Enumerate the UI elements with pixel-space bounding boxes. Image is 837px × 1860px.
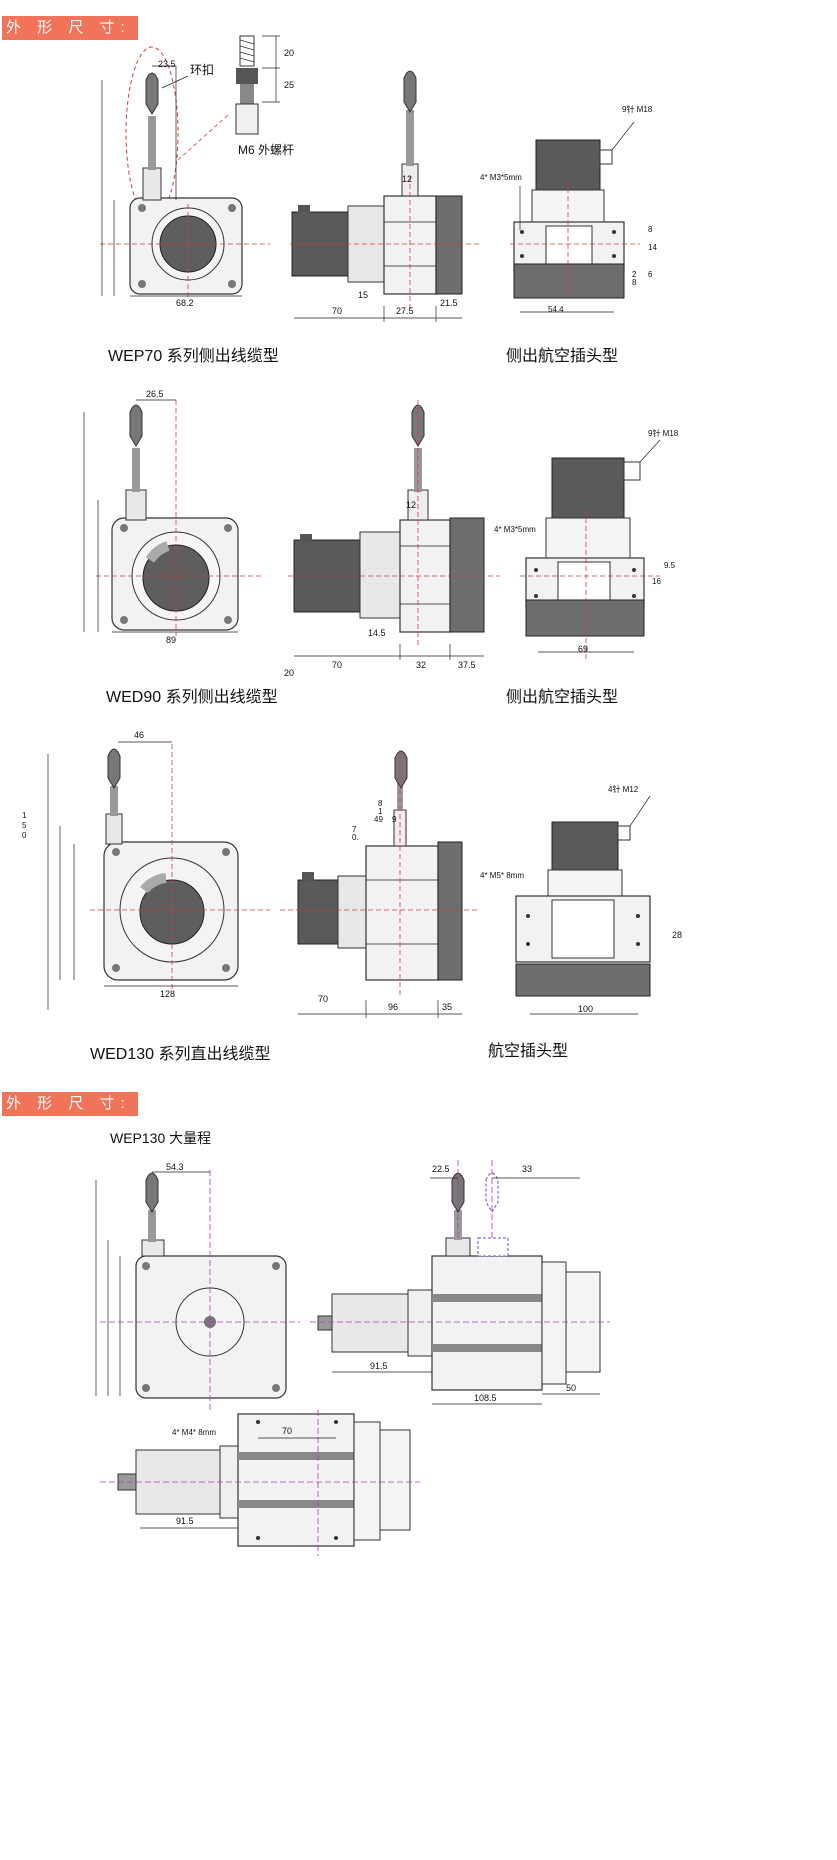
dim-wed130-g: 1 [378,807,383,816]
callout-holes-m3-b: 4* M3*5mm [494,525,536,534]
caption-wep70-plug: 侧出航空插头型 [506,348,619,365]
callout-pin4-m12: 4针 M12 [608,784,639,794]
dim-wep70-n: 2 [632,270,637,279]
dim-wed90-h: 37.5 [458,660,476,670]
caption-wep70: WEP70 系列侧出线缆型 [108,348,279,365]
callout-ring-buckle: 环扣 [190,63,214,77]
dim-wed130-l: 70 [318,994,328,1004]
dim-wed90-d: 14.5 [368,628,386,638]
dim-wed130-k: 0. [352,833,359,842]
dim-wep130-e: 108.5 [474,1393,497,1403]
dim-wed90-j: 16 [652,577,661,586]
dim-wed130-d: 0 [22,831,27,840]
wed130-plug-view: 4针 M12 4* M5* 8mm 100 28 [480,784,682,1015]
dim-wed130-a: 46 [134,730,144,740]
wep70-front-view: 23.5 68.2 环扣 [100,46,270,308]
dim-wed130-c: 5 [22,821,27,830]
dim-wep70-k: 14 [648,243,657,252]
wed90-front-view: 26.5 89 [83,389,262,645]
dim-wed90-b: 89 [166,635,176,645]
wep70-screw-detail: 20 25 M6 外螺杆 [235,35,294,157]
dim-wep130-f: 50 [566,1383,576,1393]
callout-pin9-m18-a: 9针 M18 [622,104,653,114]
wed130-side-view: 8 1 49 9 7 0. 70 96 35 [280,750,480,1018]
caption-wed90-plug: 侧出航空插头型 [506,689,619,706]
dim-wed130-p: 100 [578,1004,593,1014]
wed90-side-view: 12 14.5 20 70 32 37.5 [284,400,500,678]
wep70-plug-view: 9针 M18 4* M3*5mm 54.4 8 14 6 8 2 [480,104,657,314]
dim-wed130-o: 28 [672,930,682,940]
dim-wed130-h: 49 [374,815,383,824]
wep130-side-view: 22.5 33 91.5 108.5 50 [310,1160,610,1405]
dim-wep70-l: 6 [648,270,653,279]
dim-wed90-c: 12 [406,500,416,510]
caption-wed90: WED90 系列侧出线缆型 [106,689,278,706]
dim-wed130-e: 128 [160,989,175,999]
wed90-plug-view: 9针 M18 4* M3*5mm 69 9.5 16 [494,428,679,660]
callout-m6-screw: M6 外螺杆 [238,143,294,157]
dim-wep70-d: 68.2 [176,298,194,308]
dim-wep70-h: 27.5 [396,306,414,316]
callout-holes-m5: 4* M5* 8mm [480,871,524,880]
dim-wed130-m: 96 [388,1002,398,1012]
dim-wep70-c: 25 [284,80,294,90]
dim-wep70-g: 70 [332,306,342,316]
dim-wed90-k: 69 [578,644,588,654]
dim-wep130-b: 22.5 [432,1164,450,1174]
dim-wep70-o: 54.4 [548,305,564,314]
dim-wed90-i: 9.5 [664,561,676,570]
dim-wep70-b: 20 [284,48,294,58]
dim-wed130-f: 8 [378,799,383,808]
wed130-front-view: 46 1 5 0 128 [22,730,270,1010]
callout-pin9-m18-b: 9针 M18 [648,428,679,438]
caption-wep130: WEP130 大量程 [110,1130,212,1146]
wep70-side-view: 12 15 70 27.5 21.5 [290,70,480,322]
dim-wep70-m: 8 [632,278,637,287]
dim-wed130-j: 7 [352,825,357,834]
dim-wep70-j: 8 [648,225,653,234]
dim-wed130-i: 9 [392,815,397,824]
dim-wed90-f: 70 [332,660,342,670]
dim-wep130-d: 91.5 [370,1361,388,1371]
section-header-dimensions-2: 外 形 尺 寸: [2,1092,138,1116]
dim-wep130-h: 91.5 [176,1516,194,1526]
caption-wed130: WED130 系列直出线缆型 [90,1046,271,1063]
dim-wep70-e: 12 [402,174,412,184]
section-header-dimensions: 外 形 尺 寸: [2,16,138,40]
dim-wep130-a: 54.3 [166,1162,184,1172]
callout-holes-m4: 4* M4* 8mm [172,1428,216,1437]
wep130-bottom-view: 4* M4* 8mm 70 91.5 [100,1410,420,1556]
dim-wed130-b: 1 [22,811,27,820]
caption-wed130-plug: 航空插头型 [488,1043,569,1060]
callout-holes-m3-a: 4* M3*5mm [480,173,522,182]
wep130-front-view: 54.3 [95,1162,300,1410]
dim-wed130-n: 35 [442,1002,452,1012]
dim-wep70-i: 21.5 [440,298,458,308]
dim-wep70-a: 23.5 [158,59,176,69]
dim-wep130-c: 33 [522,1164,532,1174]
dim-wep70-f: 15 [358,290,368,300]
dim-wep130-g: 70 [282,1426,292,1436]
dim-wed90-e: 20 [284,668,294,678]
dim-wed90-g: 32 [416,660,426,670]
dim-wed90-a: 26.5 [146,389,164,399]
